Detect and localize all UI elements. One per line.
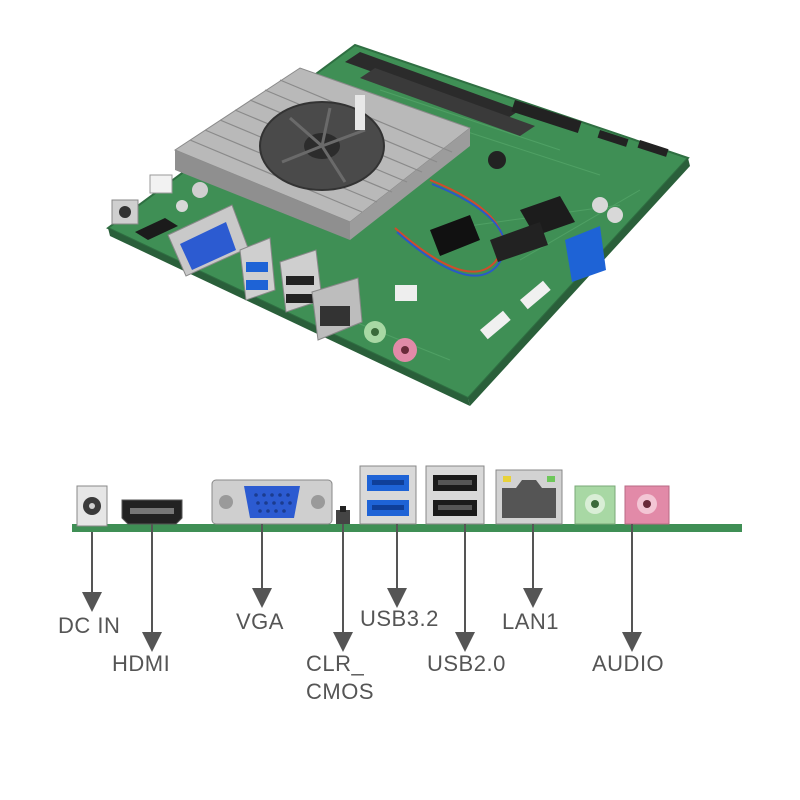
label-clr-cmos-line1: CLR_ [306,651,365,676]
label-hdmi: HDMI [112,651,171,676]
rear-io-panel [72,465,742,652]
label-dc-in: DC IN [58,613,121,638]
label-lan1: LAN1 [502,609,560,634]
pcb-edge [468,158,690,406]
audio-ports [574,485,670,525]
hdmi-port [121,499,183,525]
clr-cmos-button [336,506,350,524]
cpu-heatsink [173,67,472,240]
lan-port [495,469,563,525]
board-rear-io [111,199,417,362]
board-components [149,95,669,340]
vga-port [211,479,333,525]
label-vga: VGA [236,609,284,634]
dc-in-port [76,485,108,527]
usb20-ports [425,465,485,525]
label-usb20: USB2.0 [427,651,506,676]
ram-slots [345,52,535,136]
pcb-edge-strip [72,524,742,532]
motherboard-illustration [106,43,690,406]
fan-cable [394,179,504,273]
label-audio: AUDIO [592,651,665,676]
label-usb32: USB3.2 [360,606,439,631]
usb32-ports [359,465,417,525]
label-clr-cmos-line2: CMOS [306,679,374,704]
